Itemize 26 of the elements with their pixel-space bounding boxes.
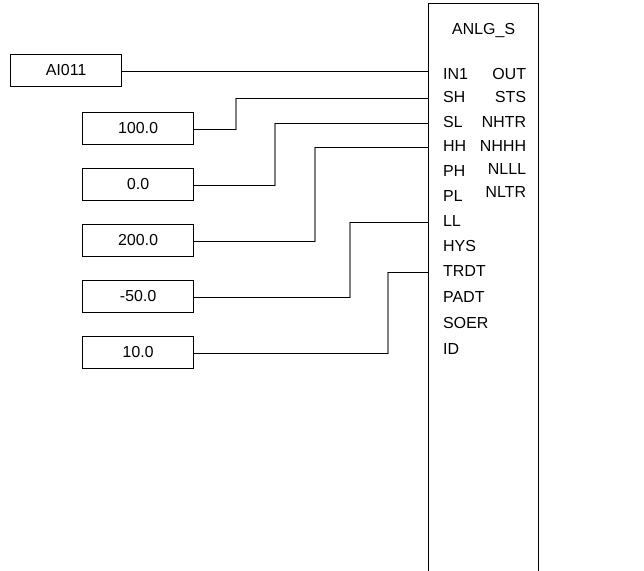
wire <box>194 222 430 298</box>
pin-label: HYS <box>429 236 499 258</box>
function-block <box>428 3 539 571</box>
wire <box>194 123 430 186</box>
pin-label: NHTR <box>474 112 538 134</box>
wire <box>194 272 430 354</box>
pin-label: LL <box>429 211 499 233</box>
pin-label: OUT <box>474 64 538 86</box>
block-title: ANLG_S <box>450 21 516 39</box>
input-box: -50.0 <box>82 280 194 313</box>
wire <box>194 98 430 130</box>
pin-label: PADT <box>429 287 499 309</box>
pin-label: NLLL <box>474 159 538 181</box>
input-box: 0.0 <box>82 168 194 201</box>
input-box: AI011 <box>10 54 122 87</box>
input-box: 10.0 <box>82 336 194 369</box>
pin-label: STS <box>474 87 538 109</box>
pin-label: NLTR <box>474 182 538 204</box>
pin-label: SOER <box>429 313 499 335</box>
input-box: 200.0 <box>82 224 194 257</box>
wire <box>194 147 430 242</box>
input-box: 100.0 <box>82 112 194 145</box>
pin-label: TRDT <box>429 261 499 283</box>
pin-label: NHHH <box>474 136 538 158</box>
wire <box>122 71 430 72</box>
pin-label: ID <box>429 339 499 361</box>
